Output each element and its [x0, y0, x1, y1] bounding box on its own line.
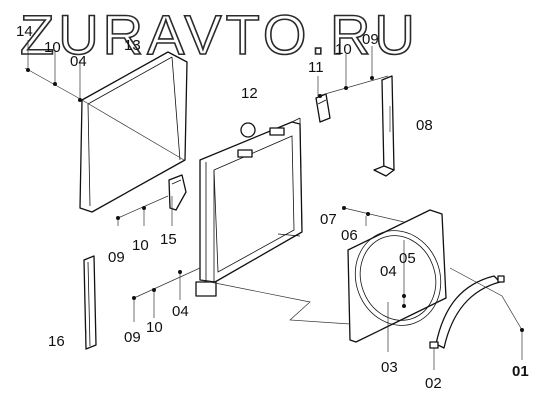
callout-09-top-right: 09 — [362, 31, 379, 48]
callout-09-mid-left: 09 — [108, 249, 125, 266]
callout-06: 06 — [341, 227, 358, 244]
callout-15: 15 — [160, 231, 177, 248]
callout-07: 07 — [320, 211, 337, 228]
callout-01: 01 — [512, 363, 529, 380]
callout-16: 16 — [48, 333, 65, 350]
callout-14: 14 — [16, 23, 33, 40]
callout-04-shroud: 04 — [380, 263, 397, 280]
callout-12: 12 — [241, 85, 258, 102]
callout-13: 13 — [124, 37, 141, 54]
callout-09-bottom-left: 09 — [124, 329, 141, 346]
part-13-panel — [79, 51, 188, 213]
callout-04-top-left: 04 — [70, 53, 87, 70]
callouts: 14 10 04 13 12 11 10 09 08 07 06 05 04 0… — [16, 23, 529, 392]
part-16-bracket — [83, 255, 97, 350]
part-15-bracket — [168, 174, 187, 211]
part-03-shroud — [347, 209, 447, 343]
callout-02: 02 — [425, 375, 442, 392]
callout-10-bottom-left: 10 — [146, 319, 163, 336]
callout-10-top-left: 10 — [44, 39, 61, 56]
callout-05: 05 — [399, 250, 416, 267]
part-02-ring — [429, 275, 505, 349]
part-11-clip — [315, 93, 331, 123]
callout-08: 08 — [416, 117, 433, 134]
callout-10-top-right: 10 — [335, 41, 352, 58]
watermark-text: ZURAVTO.RU — [20, 3, 419, 66]
callout-11: 11 — [308, 59, 324, 76]
fastener-dots — [26, 68, 524, 332]
callout-03: 03 — [381, 359, 398, 376]
callout-10-mid-left: 10 — [132, 237, 149, 254]
part-08-bracket — [373, 75, 395, 177]
callout-04-bottom-left: 04 — [172, 303, 189, 320]
part-12-radiator — [195, 117, 303, 297]
